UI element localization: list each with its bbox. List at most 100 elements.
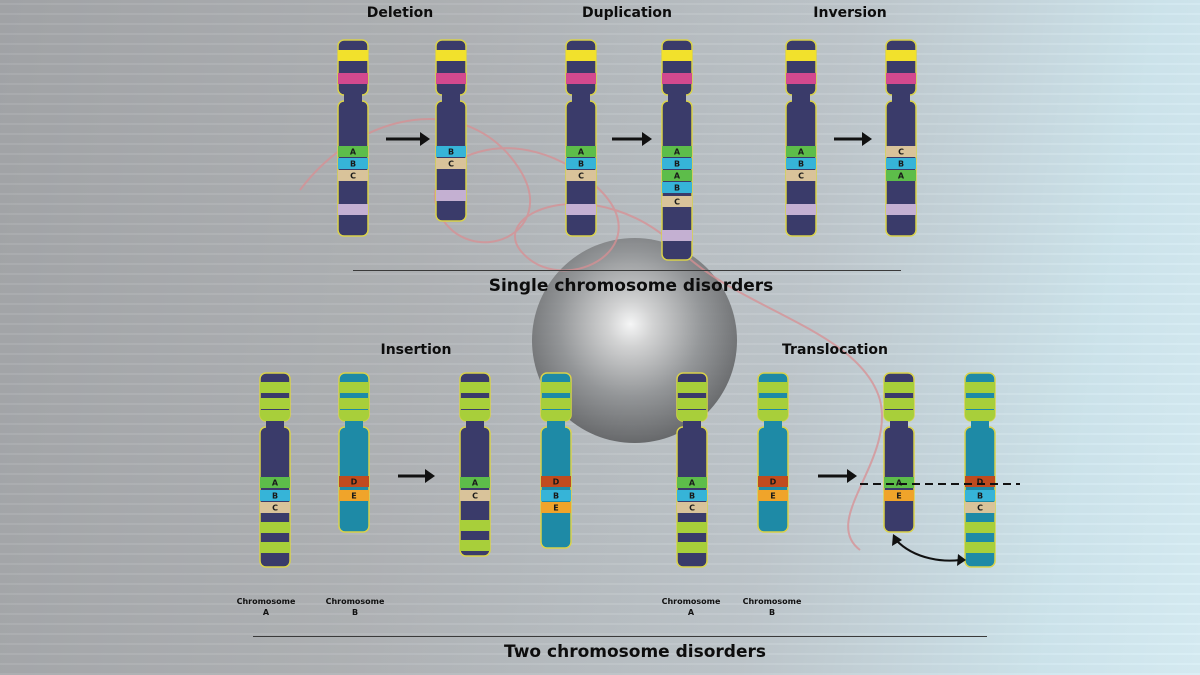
band-c [460, 490, 490, 501]
band-c [677, 502, 707, 513]
band-e [541, 502, 571, 513]
chromosome-inv-before: ABC [785, 39, 817, 237]
band-plain [260, 382, 290, 393]
band-plain [677, 522, 707, 533]
band-label: B [689, 492, 695, 501]
band-plain [566, 204, 596, 215]
band-plain [566, 73, 596, 84]
band-label: B [350, 160, 356, 169]
divider-single [353, 270, 901, 271]
band-plain [436, 50, 466, 61]
band-c [662, 196, 692, 207]
band-label: B [898, 160, 904, 169]
band-a [460, 477, 490, 488]
chromosome-ins-a-before: ABC [259, 372, 291, 568]
band-label: A [272, 479, 279, 488]
centromere [792, 93, 810, 103]
band-c [566, 170, 596, 181]
centromere [764, 419, 782, 429]
band-b [260, 490, 290, 501]
chromosome-arm-top [337, 39, 369, 96]
band-plain [566, 50, 596, 61]
band-b [786, 158, 816, 169]
chromosome-arm-bottom [540, 426, 572, 549]
band-plain [677, 398, 707, 409]
chromosome-tr-a-after: AE [883, 372, 915, 533]
band-plain [965, 382, 995, 393]
band-plain [886, 73, 916, 84]
band-label: A [689, 479, 696, 488]
band-plain [886, 50, 916, 61]
centromere [345, 419, 363, 429]
centromere [668, 93, 686, 103]
band-plain [786, 204, 816, 215]
band-b [886, 158, 916, 169]
band-plain [884, 398, 914, 409]
band-label: A [898, 172, 905, 181]
band-label: D [770, 478, 777, 487]
band-c [260, 502, 290, 513]
chromosome-arm-top [435, 39, 467, 96]
title-two-chromosome-disorders: Two chromosome disorders [503, 642, 767, 662]
band-b [338, 158, 368, 169]
band-plain [339, 410, 369, 421]
band-label: D [977, 478, 984, 487]
band-label: B [977, 492, 983, 501]
band-label: B [674, 160, 680, 169]
arrow-insertion [398, 469, 435, 483]
band-plain [662, 50, 692, 61]
band-label: E [553, 504, 558, 513]
band-plain [662, 230, 692, 241]
chromosome-ins-b-before: DE [338, 372, 370, 533]
band-label: B [553, 492, 559, 501]
band-a [886, 170, 916, 181]
band-e [884, 490, 914, 501]
centromere [442, 93, 460, 103]
band-label: C [272, 504, 278, 513]
band-plain [677, 410, 707, 421]
band-label: B [448, 148, 454, 157]
band-c [965, 502, 995, 513]
title-insertion: Insertion [380, 342, 452, 358]
centromere [971, 419, 989, 429]
chromosome-arm-top [885, 39, 917, 96]
divider-two [253, 636, 987, 637]
band-plain [339, 398, 369, 409]
band-plain [541, 398, 571, 409]
title-inversion: Inversion [813, 5, 887, 21]
band-plain [786, 50, 816, 61]
chromosome-tr-b-after: DBC [964, 372, 996, 568]
band-b [662, 182, 692, 193]
band-plain [260, 542, 290, 553]
centromere [683, 419, 701, 429]
band-plain [260, 522, 290, 533]
band-label: C [472, 492, 478, 501]
band-c [436, 158, 466, 169]
band-plain [460, 520, 490, 531]
title-duplication: Duplication [581, 5, 673, 21]
centromere [890, 419, 908, 429]
centromere [344, 93, 362, 103]
band-a [566, 146, 596, 157]
band-b [677, 490, 707, 501]
band-label: D [351, 478, 358, 487]
band-d [541, 476, 571, 487]
band-label: C [798, 172, 804, 181]
band-a [338, 146, 368, 157]
centromere [892, 93, 910, 103]
band-d [339, 476, 369, 487]
band-label: B [798, 160, 804, 169]
red-squiggle [299, 118, 883, 551]
band-plain [436, 73, 466, 84]
band-b [965, 490, 995, 501]
band-plain [436, 190, 466, 201]
chromosome-arm-top [565, 39, 597, 96]
chromosome-tr-b-before: DE [757, 372, 789, 533]
chromosome-arm-top [661, 39, 693, 96]
band-a [677, 477, 707, 488]
translocation-swap-arrow [895, 539, 961, 562]
band-a [662, 170, 692, 181]
